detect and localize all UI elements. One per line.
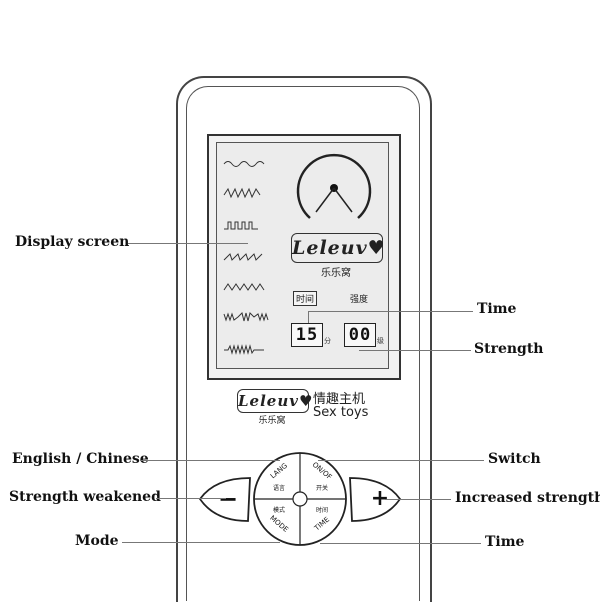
leader-switch [318,460,484,461]
time-label: 时间 [293,291,318,306]
wave-mode-6-icon [223,312,269,322]
intensity-dial-icon [296,154,372,219]
leader-display-screen [128,243,248,244]
device-brand-cn: 乐乐窝 [258,416,286,426]
leader-time-top-drop [308,311,309,323]
callout-strength: Strength [474,341,544,357]
mode-button-label: MODE [268,514,290,534]
lang-button-label-cn: 语言 [272,485,285,492]
mode-button-label-cn: 模式 [272,507,285,514]
leader-time-top [308,311,473,312]
callout-strength-weakened: Strength weakened [9,489,161,505]
wave-mode-3-icon [224,221,258,230]
strength-value: 00 [344,323,376,347]
time-unit: 分 [324,337,331,345]
product-name-en: Sex toys [313,405,369,420]
product-name-cn: 情趣主机 [313,392,366,407]
wave-mode-7-icon [224,344,264,355]
onoff-button-label-cn: 开关 [315,485,328,492]
callout-switch: Switch [488,451,541,467]
strength-up-button[interactable]: + [370,486,390,511]
screen-brand-logo: Leleuv♥ [291,233,385,263]
leader-strength-weakened [156,498,226,499]
leader-time-bottom [320,543,481,544]
time-value: 15 [291,323,323,347]
lang-button[interactable]: LANG 语言 [262,462,296,495]
strength-down-button[interactable]: − [217,485,239,513]
mode-button[interactable]: 模式 MODE [262,503,296,537]
leader-mode [122,542,280,543]
callout-increased-strength: Increased strength [455,490,600,506]
callout-time-top: Time [477,301,517,317]
callout-english-chinese: English / Chinese [12,451,149,467]
time-button-label-cn: 时间 [315,507,328,514]
wave-mode-2-icon [223,187,261,199]
callout-time-bottom: Time [485,534,525,550]
device-inner-rim [186,86,420,601]
device-brand-logo: Leleuv♥ [237,389,312,413]
wave-mode-5-icon [223,283,265,291]
screen-brand-cn: 乐乐窝 [321,268,351,279]
strength-unit: 级 [377,337,384,345]
power-switch-button[interactable]: ON/OF 开关 [304,461,340,495]
wave-mode-1-icon [223,161,265,167]
callout-mode: Mode [75,533,119,549]
leader-english-chinese [140,460,280,461]
leader-strength [359,350,471,351]
time-button[interactable]: 时间 TIME [304,503,340,537]
callout-display-screen: Display screen [15,234,130,250]
leader-increased-strength [385,499,451,500]
wave-mode-4-icon [223,253,263,261]
strength-label: 强度 [350,295,369,305]
